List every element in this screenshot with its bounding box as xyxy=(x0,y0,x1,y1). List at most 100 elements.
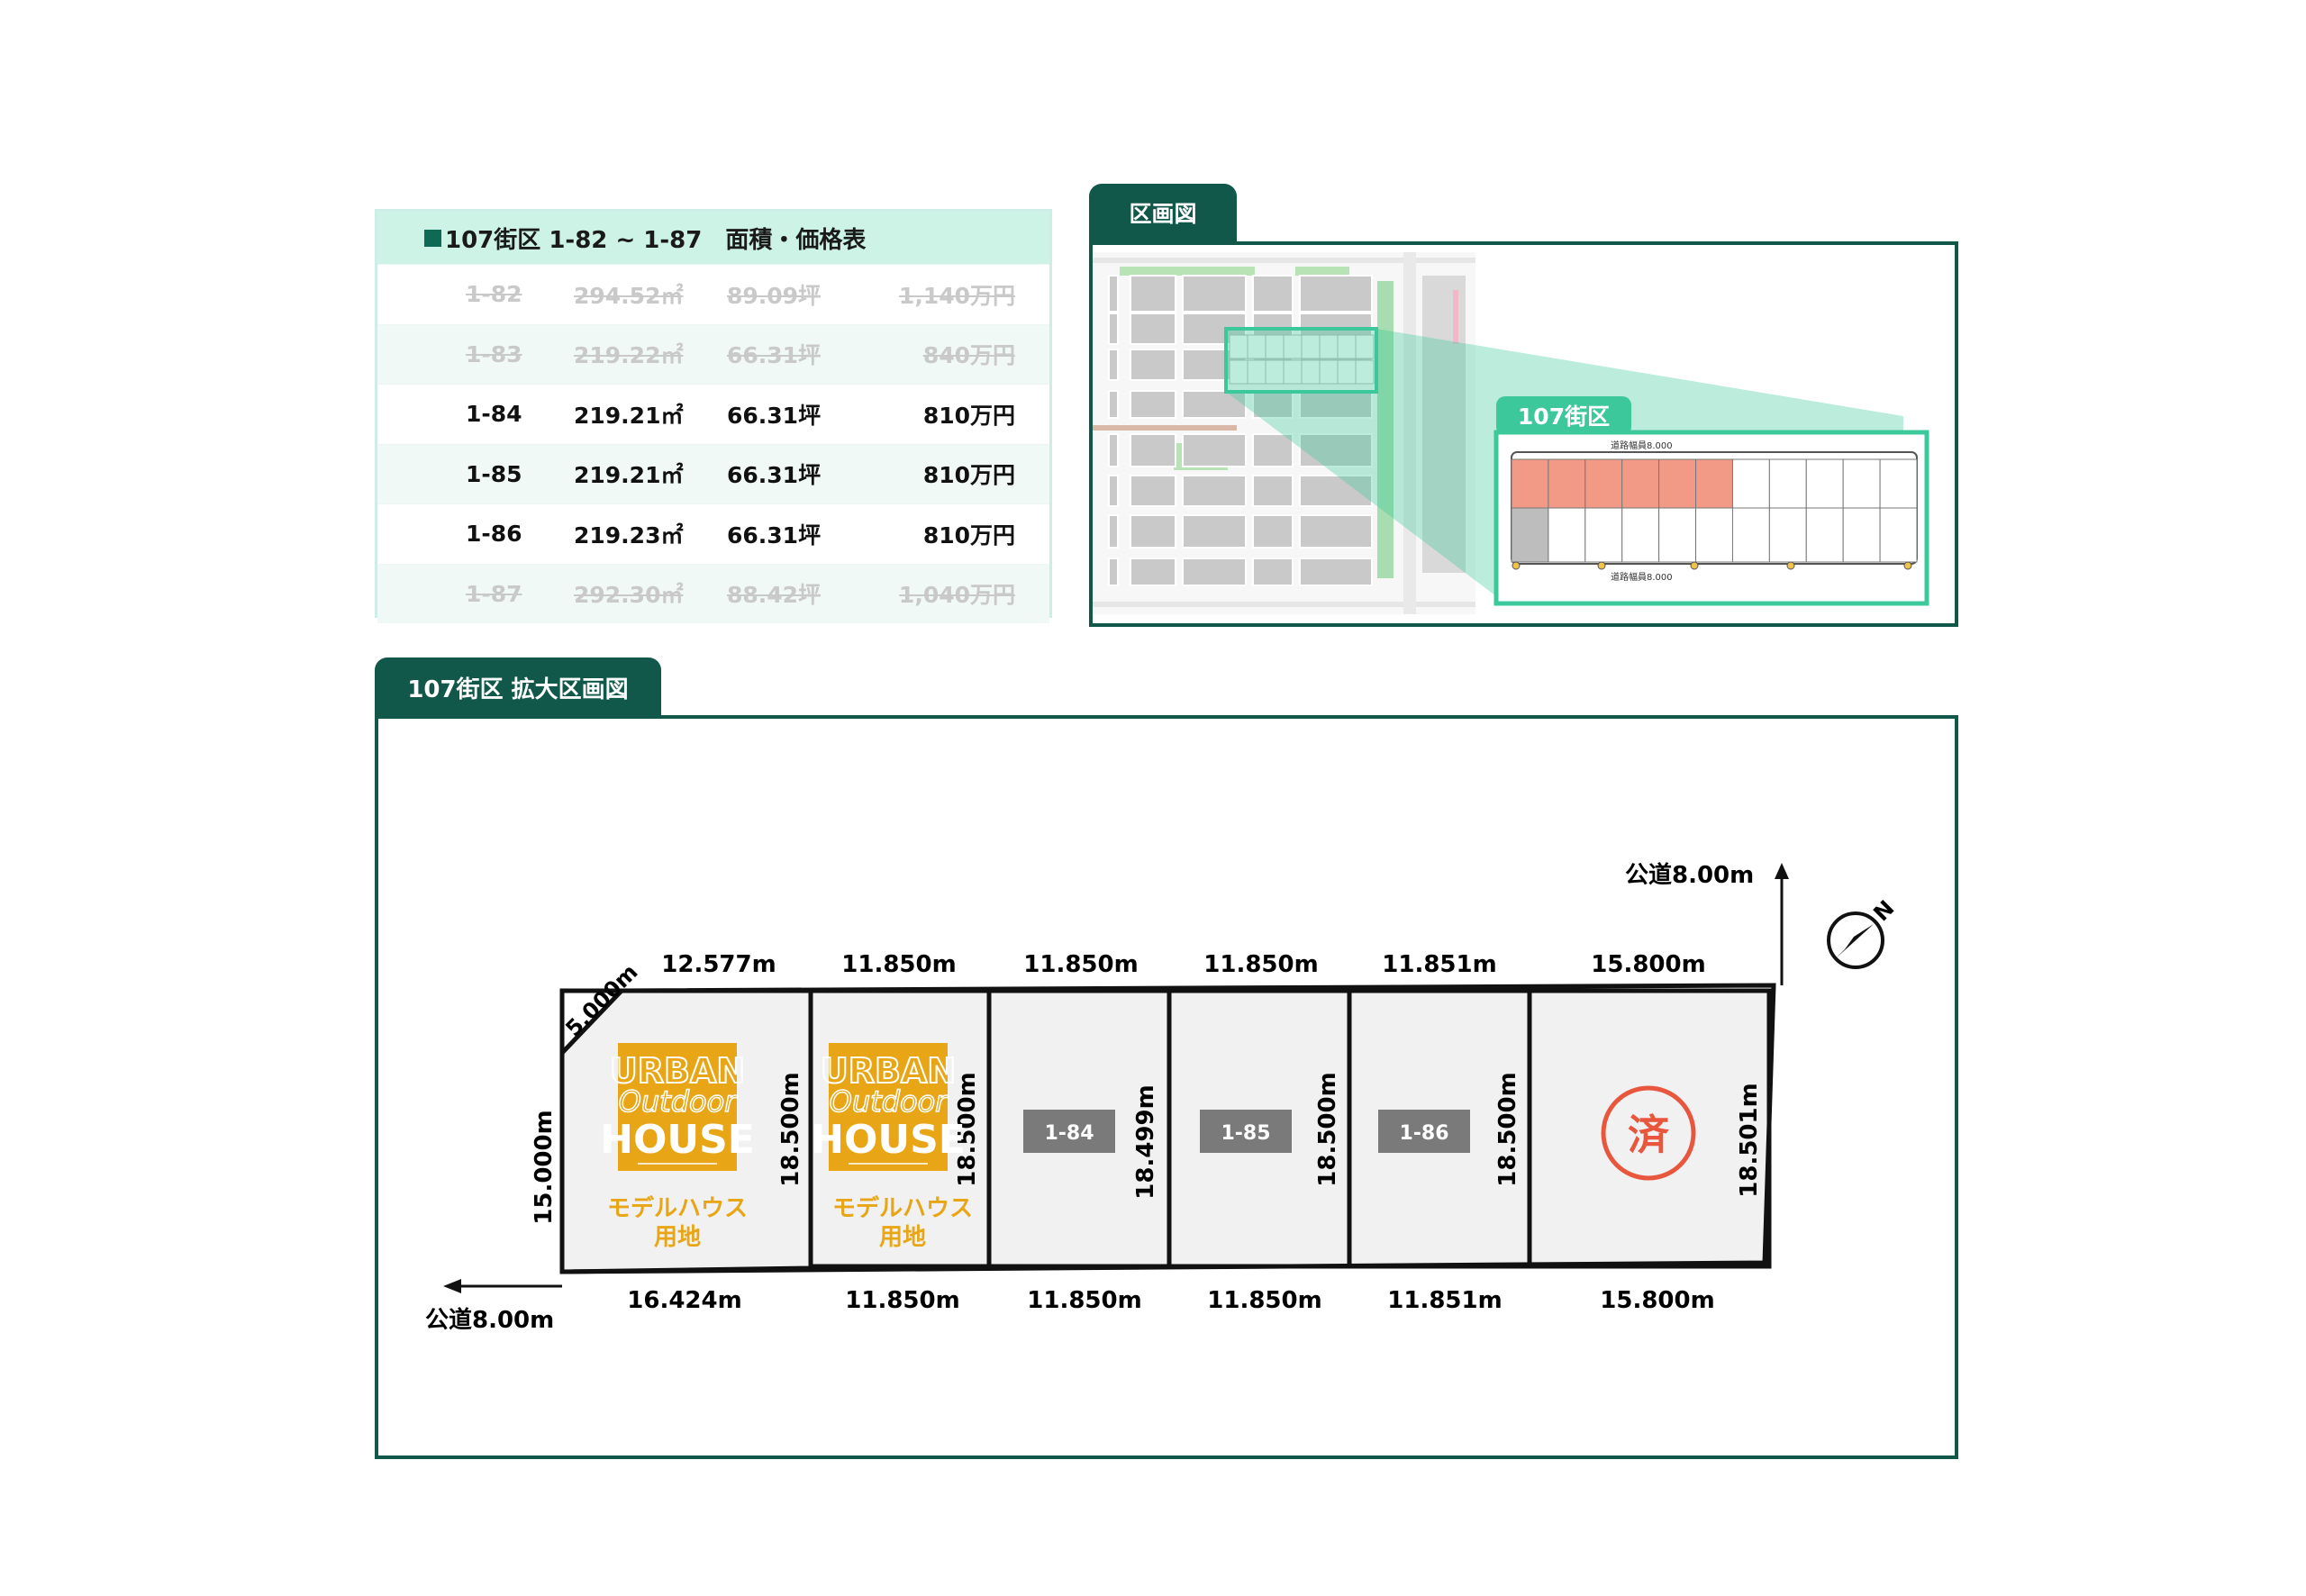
map-block xyxy=(1130,313,1176,345)
lot-contents: URBANOutdoorHOUSEモデルハウス用地URBANOutdoorHOU… xyxy=(600,1043,1696,1251)
logo-background xyxy=(829,1043,948,1171)
model-house-caption-line2: 用地 xyxy=(654,1224,701,1251)
area-tsubo: 66.31坪 xyxy=(727,462,822,489)
map-block xyxy=(1130,275,1176,313)
dim-bottom: 11.850m xyxy=(845,1287,959,1314)
overview-map-frame: 107街区 道路幅員8.000 道路幅員8.000 xyxy=(1089,241,1958,627)
block-outline xyxy=(559,983,1776,1274)
overview-tab[interactable]: 区画図 xyxy=(1089,184,1237,241)
inset-lot xyxy=(1658,458,1697,509)
area-m2: 294.52㎡ xyxy=(574,282,684,309)
dim-side: 18.500m xyxy=(1314,1072,1341,1186)
map-block xyxy=(1252,475,1294,507)
dim-top: 12.577m xyxy=(661,951,776,978)
map-block xyxy=(1130,514,1176,549)
map-block xyxy=(1252,514,1294,549)
map-block xyxy=(1182,390,1247,419)
inset-lot xyxy=(1768,507,1807,563)
map-block xyxy=(1130,390,1176,419)
detail-tab-label: 107街区 拡大区画図 xyxy=(407,676,629,703)
map-block xyxy=(1108,313,1119,345)
area-tsubo: 89.09坪 xyxy=(727,282,822,309)
area-m2: 219.23㎡ xyxy=(574,521,684,549)
lot-number: 1-84 xyxy=(466,401,522,428)
dim-top: 11.850m xyxy=(841,951,956,978)
price-row-1-86: 1-86 219.23㎡ 66.31坪 810万円 xyxy=(377,503,1049,564)
boundary-marker-icon xyxy=(1786,561,1795,570)
inset-lot xyxy=(1511,507,1549,563)
sold-stamp-label: 済 xyxy=(1628,1111,1670,1159)
area-tsubo: 66.31坪 xyxy=(727,402,822,429)
logo-line2: Outdoor xyxy=(619,1084,738,1119)
inset-road-bottom: 道路幅員8.000 xyxy=(1611,571,1673,583)
logo-line3: HOUSE xyxy=(811,1117,966,1163)
lot-number: 1-87 xyxy=(466,580,522,607)
map-block xyxy=(1108,275,1119,313)
dim-bottom: 15.800m xyxy=(1600,1287,1714,1314)
dim-bottom: 16.424m xyxy=(627,1287,741,1314)
map-block xyxy=(1299,433,1373,467)
inset-lot xyxy=(1805,507,1844,563)
dim-bottom: 11.850m xyxy=(1207,1287,1321,1314)
dim-side: 18.501m xyxy=(1736,1083,1763,1197)
dim-top: 11.850m xyxy=(1203,951,1318,978)
lot-number: 1-86 xyxy=(466,521,522,548)
price-table-header: 107街区 1-82 ~ 1-87 面積・価格表 xyxy=(377,212,1049,264)
dim-top: 11.850m xyxy=(1023,951,1138,978)
price-table-title: 107街区 1-82 ~ 1-87 面積・価格表 xyxy=(445,226,867,254)
map-block xyxy=(1108,390,1119,419)
dim-top: 15.800m xyxy=(1591,951,1705,978)
inset-lot xyxy=(1695,458,1733,509)
dim-side: 15.000m xyxy=(531,1110,558,1224)
dim-bottom: 11.851m xyxy=(1387,1287,1502,1314)
map-lot xyxy=(1355,334,1375,359)
inset-lot xyxy=(1731,507,1770,563)
map-block xyxy=(1252,433,1294,467)
dim-bottom: 11.850m xyxy=(1027,1287,1141,1314)
inset-label: 107街区 xyxy=(1518,404,1610,430)
detail-tab[interactable]: 107街区 拡大区画図 xyxy=(375,657,661,717)
area-tsubo: 66.31坪 xyxy=(727,521,822,549)
map-block xyxy=(1130,433,1176,467)
lot-tag xyxy=(1378,1110,1470,1153)
model-house-caption-line2: 用地 xyxy=(879,1224,926,1251)
road-bottom-label: 公道8.00m xyxy=(425,1306,554,1334)
logo-line3: HOUSE xyxy=(600,1117,755,1163)
map-block xyxy=(1130,558,1176,586)
area-m2: 219.22㎡ xyxy=(574,342,684,369)
overview-tab-label: 区画図 xyxy=(1129,201,1197,227)
dim-side: 18.500m xyxy=(777,1072,804,1186)
map-block xyxy=(1182,275,1247,313)
map-block xyxy=(1252,390,1294,419)
map-block xyxy=(1299,514,1373,549)
price: 810万円 xyxy=(922,521,1015,549)
inset-lot xyxy=(1584,458,1623,509)
lot-tag-label: 1-86 xyxy=(1399,1122,1448,1145)
map-block xyxy=(1108,433,1119,467)
inset-lot xyxy=(1842,458,1881,509)
map-block xyxy=(1182,558,1247,586)
model-house-caption-line1: モデルハウス xyxy=(607,1194,748,1222)
inset-lot xyxy=(1695,507,1733,563)
north-arrow-icon: N xyxy=(1827,895,1899,969)
inset-road-top: 道路幅員8.000 xyxy=(1611,440,1673,451)
map-block xyxy=(1108,475,1119,507)
inset-lot xyxy=(1842,507,1881,563)
square-bullet-icon xyxy=(424,229,441,247)
boundary-marker-icon xyxy=(1597,561,1606,570)
boundary-marker-icon xyxy=(1903,561,1912,570)
map-block xyxy=(1182,514,1247,549)
logo-line2: Outdoor xyxy=(830,1084,949,1119)
map-block xyxy=(1182,433,1247,467)
block-107-inset: 107街区 道路幅員8.000 道路幅員8.000 xyxy=(1493,396,1929,606)
model-house-caption-line1: モデルハウス xyxy=(832,1194,973,1222)
map-block xyxy=(1108,558,1119,586)
map-block xyxy=(1299,275,1373,313)
dim-top: 11.851m xyxy=(1382,951,1496,978)
